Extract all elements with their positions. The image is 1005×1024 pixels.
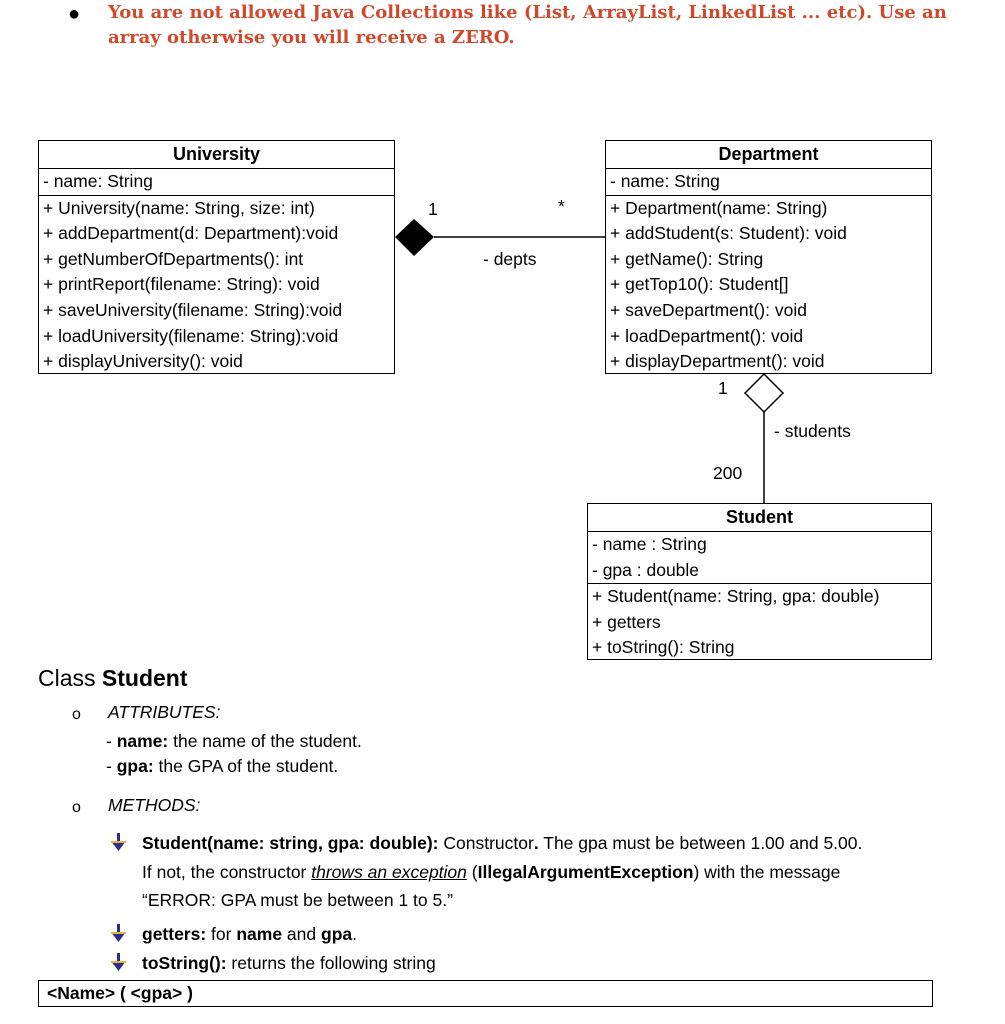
university-method: + displayUniversity(): void <box>43 351 243 372</box>
attribute-item: - gpa: the GPA of the student. <box>106 756 339 776</box>
department-method: + saveDepartment(): void <box>610 299 807 320</box>
department-attributes: - name: String <box>606 169 931 196</box>
student-attribute: - gpa : double <box>592 559 700 580</box>
student-method: + getters <box>592 611 661 632</box>
university-attribute: - name: String <box>43 171 153 191</box>
circle-bullet-icon: o <box>72 799 81 816</box>
student-multiplicity-label: 200 <box>713 463 743 483</box>
student-method: + toString(): String <box>592 637 735 658</box>
university-attributes: - name: String <box>39 169 394 196</box>
department-method: + addStudent(s: Student): void <box>610 223 847 244</box>
department-method: + getTop10(): Student[] <box>610 274 789 295</box>
university-method: + printReport(filename: String): void <box>43 274 320 295</box>
department-method: + loadDepartment(): void <box>610 325 804 346</box>
methods-title: METHODS: <box>108 795 201 815</box>
university-method: + loadUniversity(filename: String):void <box>43 325 339 346</box>
department-method: + Department(name: String) <box>610 197 828 218</box>
class-student-heading: Class Student <box>38 665 188 691</box>
dept-multiplicity-label: * <box>558 196 565 216</box>
student-attribute: - name : String <box>592 534 707 554</box>
tostring-format-box: <Name> ( <gpa> ) <box>38 980 933 1007</box>
department-class-box: Department - name: String + Department(n… <box>605 140 932 374</box>
university-method: + getNumberOfDepartments(): int <box>43 248 304 269</box>
university-method: + addDepartment(d: Department):void <box>43 223 339 244</box>
department-method: + displayDepartment(): void <box>610 351 825 372</box>
department-methods: + Department(name: String) + addStudent(… <box>606 196 931 375</box>
down-arrow-icon <box>111 833 126 851</box>
attribute-item: - name: the name of the student. <box>106 731 362 751</box>
student-attributes: - name : String - gpa : double <box>588 532 931 585</box>
university-title: University <box>39 141 394 169</box>
down-arrow-icon <box>111 924 126 942</box>
student-class-box: Student - name : String - gpa : double +… <box>587 503 932 660</box>
student-method: + Student(name: String, gpa: double) <box>592 586 880 607</box>
department-title: Department <box>606 141 931 169</box>
bullet-icon: ● <box>68 3 81 25</box>
aggregation-diamond-icon <box>743 372 785 414</box>
university-methods: + University(name: String, size: int) + … <box>39 196 394 375</box>
dept-student-multiplicity-1: 1 <box>718 378 728 398</box>
student-methods: + Student(name: String, gpa: double) + g… <box>588 584 931 661</box>
students-role-label: - students <box>774 421 851 441</box>
university-method: + saveUniversity(filename: String):void <box>43 299 343 320</box>
warning-text: You are not allowed Java Collections lik… <box>108 2 947 48</box>
department-method: + getName(): String <box>610 248 764 269</box>
university-class-box: University - name: String + University(n… <box>38 140 395 374</box>
student-title: Student <box>588 504 931 532</box>
composition-diamond-icon <box>395 219 434 256</box>
department-attribute: - name: String <box>610 171 720 191</box>
university-method: + University(name: String, size: int) <box>43 197 315 218</box>
depts-role-label: - depts <box>483 249 537 269</box>
attributes-title: ATTRIBUTES: <box>108 702 221 722</box>
circle-bullet-icon: o <box>72 706 81 723</box>
down-arrow-icon <box>111 953 126 971</box>
uni-multiplicity-label: 1 <box>428 199 438 219</box>
